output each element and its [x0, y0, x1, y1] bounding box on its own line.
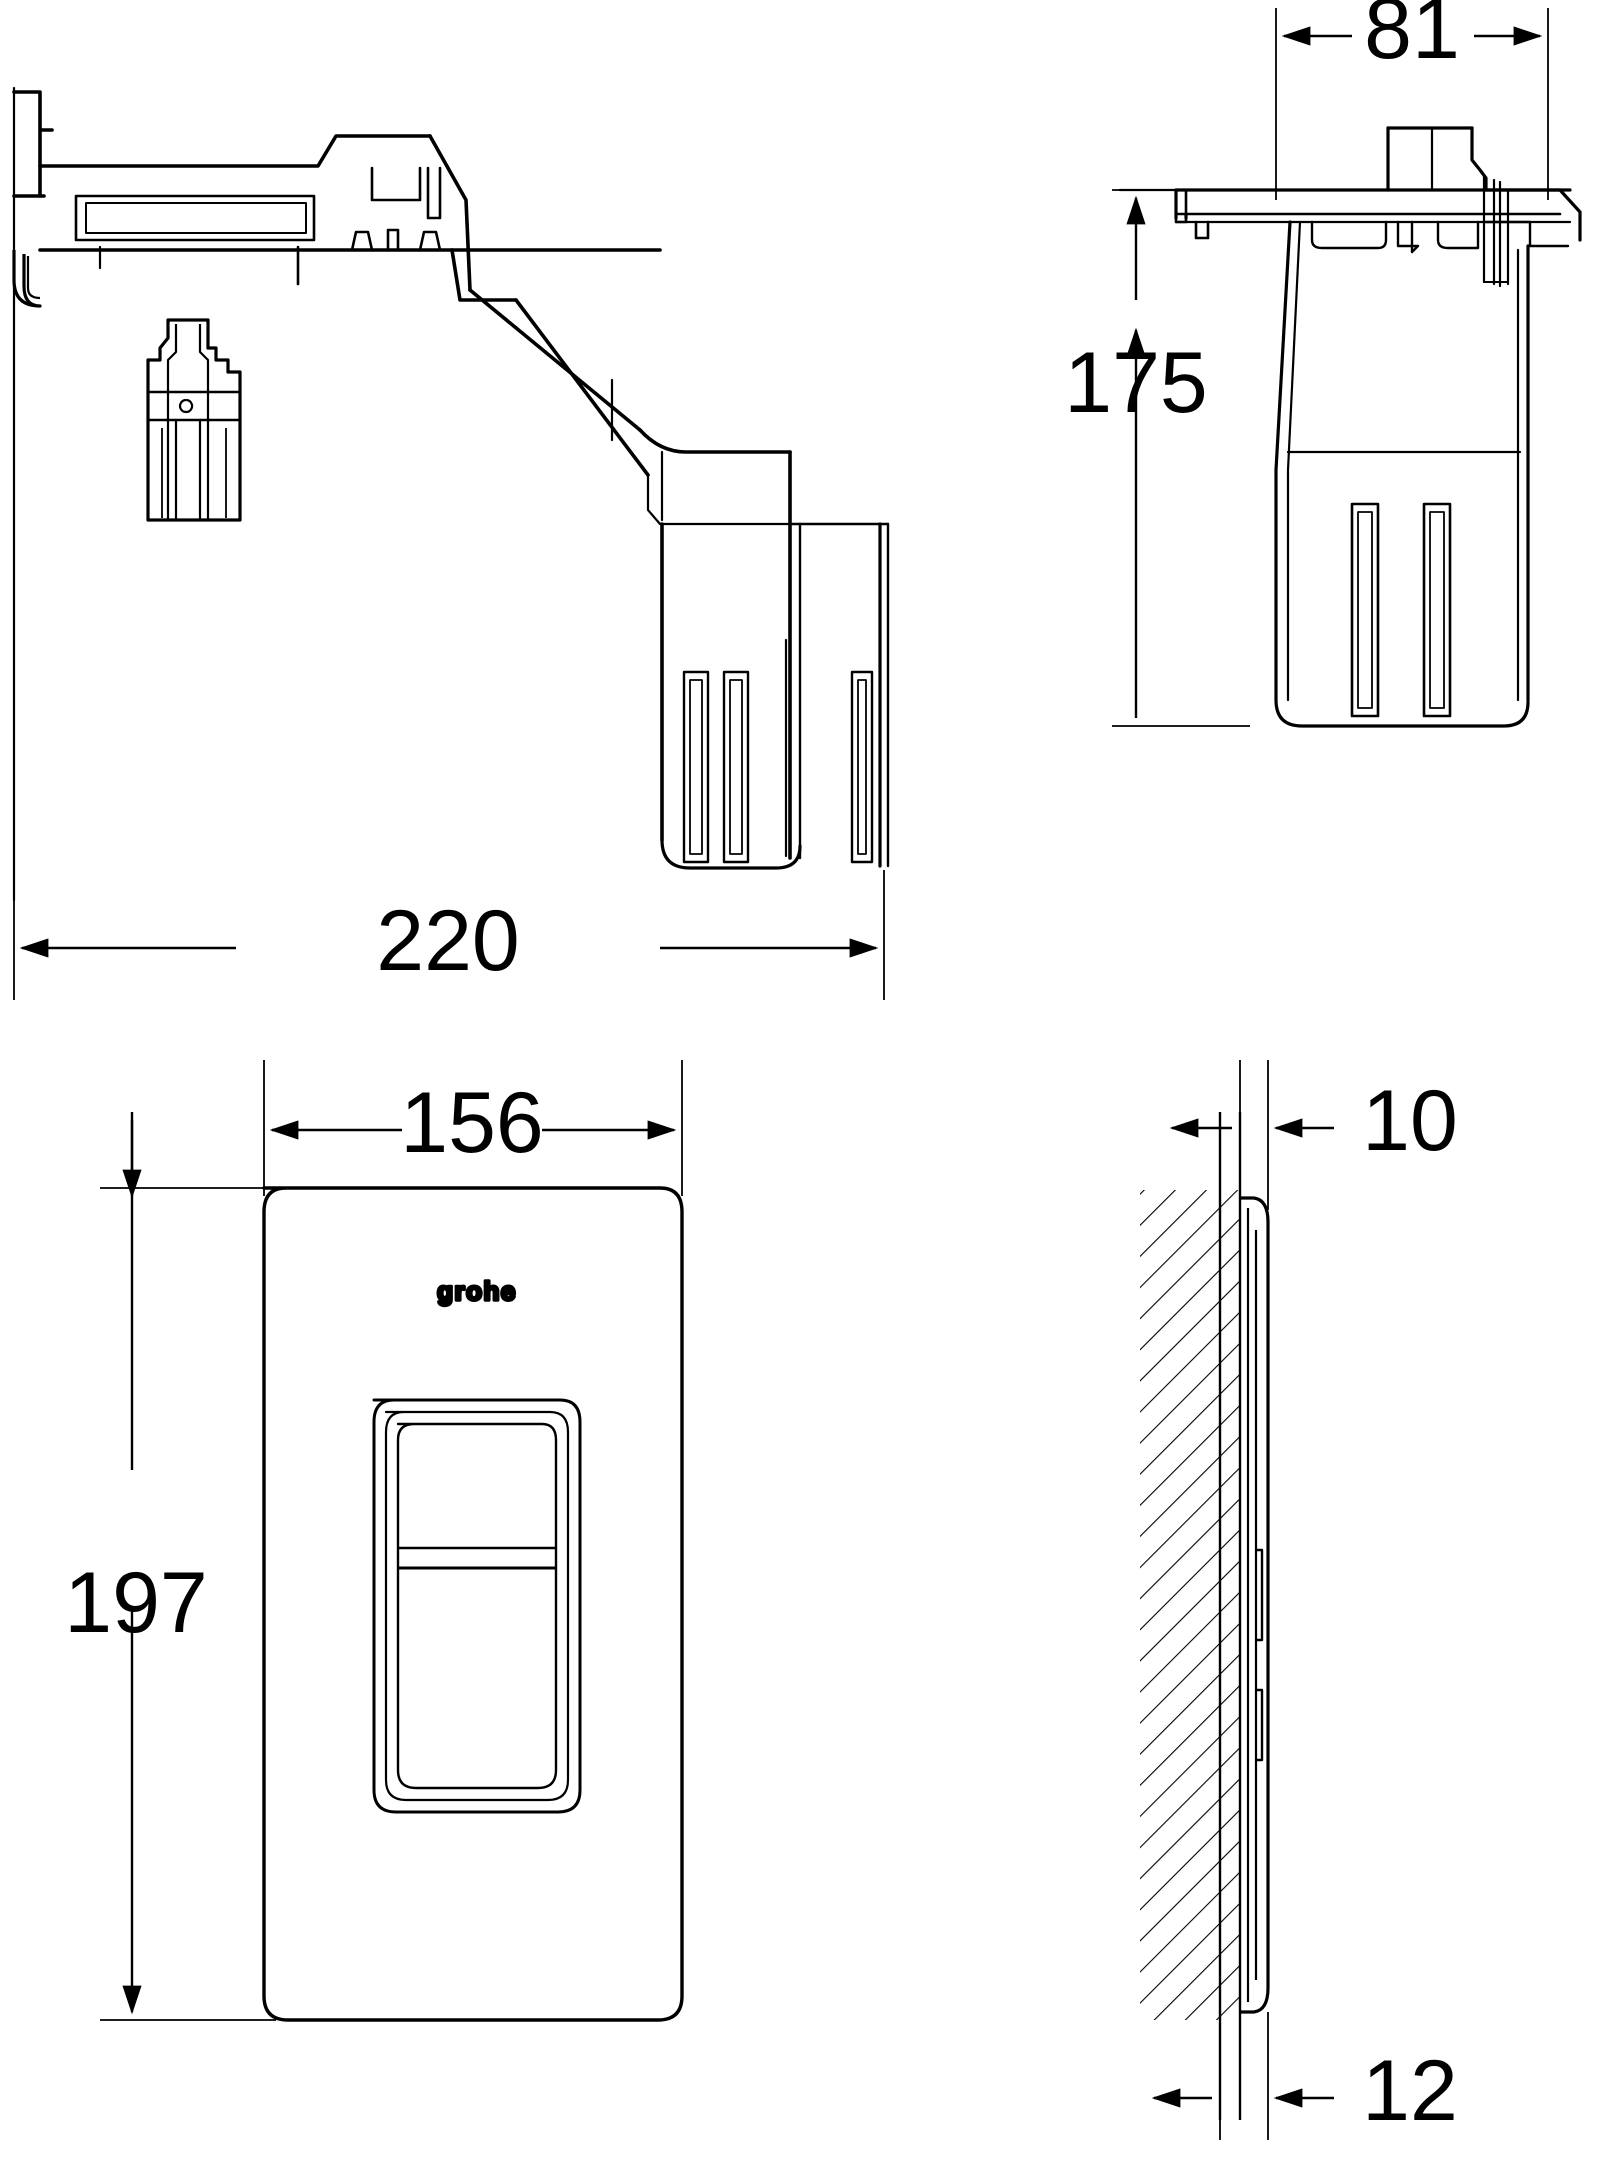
dimension-label-175: 175 — [1064, 335, 1208, 431]
view-actuation-plate-side-section: 10 12 — [1140, 1060, 1458, 2140]
dimension-175: 175 — [1064, 189, 1250, 727]
view-actuation-plate-front-view: grohe — [262, 1186, 684, 2022]
dimension-81: 81 — [1275, 0, 1549, 200]
dimension-label-156: 156 — [400, 1075, 544, 1171]
dimension-label-220: 220 — [376, 893, 520, 989]
dimension-10: 10 — [1169, 1060, 1458, 1210]
view-flush-valve-side-section — [12, 86, 890, 902]
dimension-label-10: 10 — [1362, 1073, 1458, 1169]
dimension-156: 156 — [263, 1060, 683, 1196]
grohe-brand-mark: grohe — [437, 1276, 517, 1306]
dimension-220: 220 — [13, 868, 885, 1000]
detail-valve-cartridge-clip — [146, 318, 242, 522]
dimension-label-81: 81 — [1364, 0, 1460, 77]
detail-bracket-hook — [12, 250, 42, 308]
dimension-label-12: 12 — [1362, 2043, 1458, 2139]
wall-hatching — [1140, 1190, 1240, 2020]
dimension-12: 12 — [1151, 2012, 1458, 2140]
dimension-197: 197 — [64, 1112, 276, 2021]
dimension-label-197: 197 — [64, 1555, 208, 1651]
